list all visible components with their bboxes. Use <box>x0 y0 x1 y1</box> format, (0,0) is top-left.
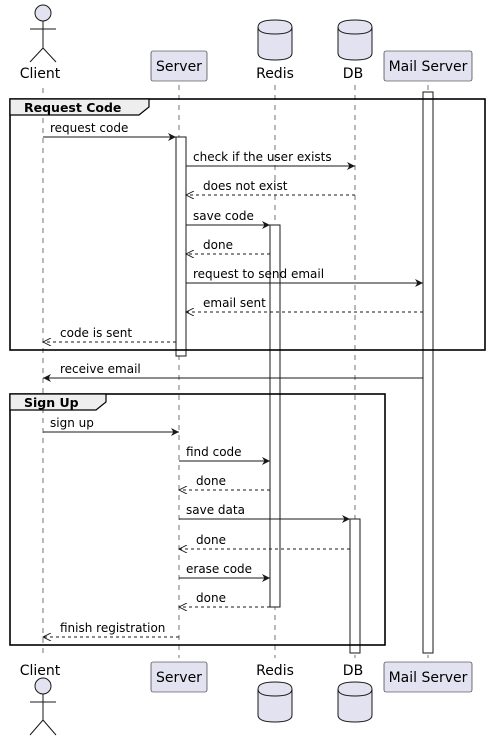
participant-client-label: Client <box>20 66 61 82</box>
database-icon <box>337 681 373 723</box>
fragment-request-code-frame <box>9 98 486 351</box>
actor-client-top: Client <box>20 4 61 82</box>
participant-client-label: Client <box>20 663 61 679</box>
participant-redis-bottom: Redis <box>256 663 294 723</box>
message-label: done <box>196 474 226 488</box>
activation-db <box>349 518 361 654</box>
activation-mail-server <box>422 91 434 654</box>
participant-db-bottom: DB <box>337 663 373 723</box>
participants-top: Client Server Redis DB Mail Server <box>20 4 473 82</box>
message-label: request to send email <box>193 267 324 281</box>
fragment-sign-up-label: Sign Up <box>24 395 79 410</box>
fragment-request-code-tab <box>9 98 150 116</box>
message-label: does not exist <box>203 179 288 193</box>
message-label: email sent <box>203 296 266 310</box>
message-label: code is sent <box>60 326 132 340</box>
message-label: save code <box>193 209 254 223</box>
messages: request code check if the user exists does… <box>43 121 423 637</box>
fragment-sign-up-frame <box>9 393 386 646</box>
actor-client-bottom: Client <box>20 663 61 736</box>
participant-mail-server-top: Mail Server <box>383 50 473 82</box>
participant-redis-top: Redis <box>256 19 294 82</box>
message-label: request code <box>50 121 128 135</box>
participant-server-bottom: Server <box>150 661 208 693</box>
activation-server <box>175 136 187 357</box>
activations <box>175 91 434 654</box>
participant-mail-server-label: Mail Server <box>389 670 468 686</box>
fragment-sign-up-tab <box>9 393 107 411</box>
participant-redis-label: Redis <box>256 66 294 82</box>
message-label: sign up <box>50 416 94 430</box>
fragment-request-code: Request Code <box>9 98 486 351</box>
message-label: erase code <box>186 562 252 576</box>
fragment-sign-up: Sign Up <box>9 393 386 646</box>
database-icon <box>337 19 373 61</box>
fragment-request-code-label: Request Code <box>24 100 121 115</box>
participant-db-label: DB <box>343 663 363 679</box>
message-label: finish registration <box>60 621 165 635</box>
message-label: check if the user exists <box>193 150 332 164</box>
participant-server-top: Server <box>150 50 208 82</box>
lifelines <box>42 85 429 658</box>
participants-bottom: Client Server Redis DB Mail Server <box>20 661 473 736</box>
participant-mail-server-bottom: Mail Server <box>383 661 473 693</box>
participant-mail-server-label: Mail Server <box>389 59 468 75</box>
participant-redis-label: Redis <box>256 663 294 679</box>
participant-db-label: DB <box>343 66 363 82</box>
participant-server-label: Server <box>156 670 202 686</box>
participant-db-top: DB <box>337 19 373 82</box>
database-icon <box>257 19 293 61</box>
message-label: done <box>196 533 226 547</box>
message-label: receive email <box>60 362 141 376</box>
participant-server-label: Server <box>156 59 202 75</box>
message-label: find code <box>186 445 242 459</box>
actor-icon <box>34 677 52 695</box>
message-label: done <box>203 238 233 252</box>
activation-redis <box>269 224 281 608</box>
message-label: done <box>196 591 226 605</box>
database-icon <box>257 681 293 723</box>
message-label: save data <box>186 503 245 517</box>
actor-icon <box>34 4 52 22</box>
